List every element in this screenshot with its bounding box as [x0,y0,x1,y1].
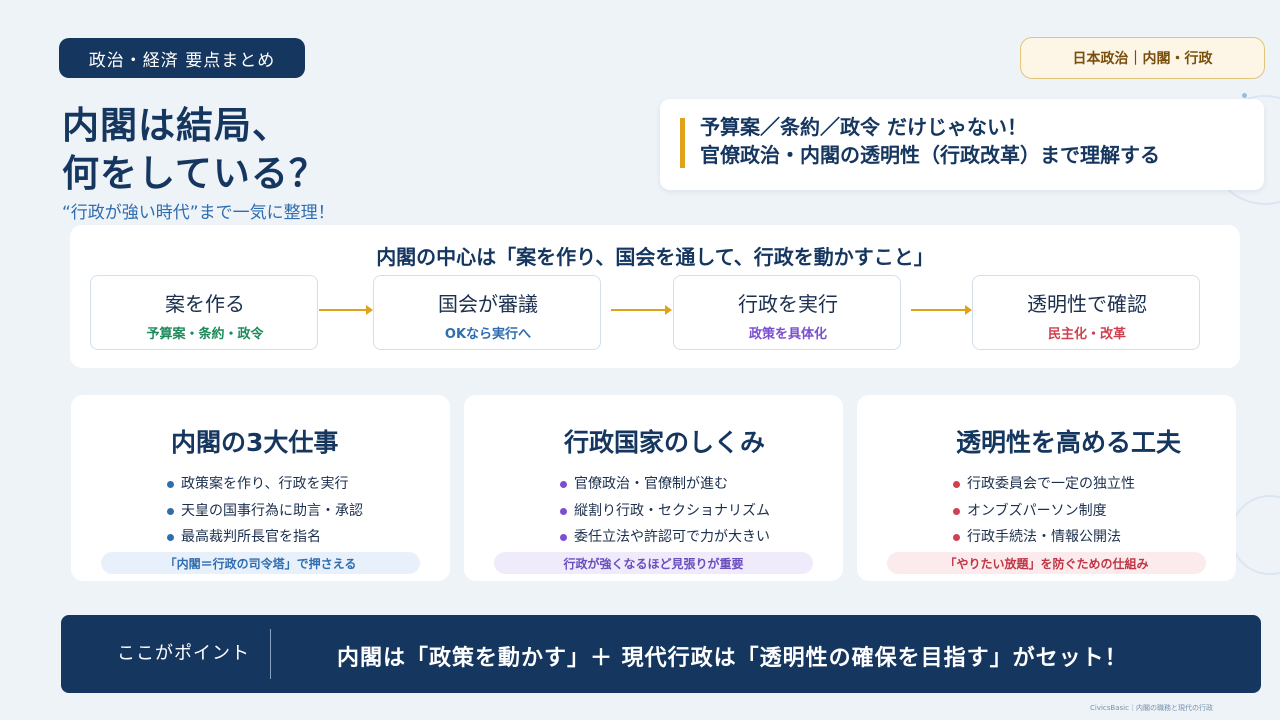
card-list: 政策案を作り、行政を実行 天皇の国事行為に助言・承認 最高裁判所長官を指名 [167,471,363,551]
card-title: 内閣の3大仕事 [171,428,339,457]
bullet-icon [953,534,960,541]
flow-step-execute: 行政を実行 政策を具体化 [673,275,901,350]
list-item: 天皇の国事行為に助言・承認 [167,498,363,525]
callout-line-1: 予算案／条約／政令 だけじゃない！ [700,115,1027,139]
list-item-text: 官僚政治・官僚制が進む [574,476,728,492]
card-cabinet-duties: 内閣の3大仕事 政策案を作り、行政を実行 天皇の国事行為に助言・承認 最高裁判所… [71,395,450,581]
callout-accent-bar [680,118,685,168]
step-title: 行政を実行 [738,292,838,316]
list-item-text: 行政委員会で一定の独立性 [967,476,1135,492]
step-title: 透明性で確認 [1027,292,1147,316]
list-item-text: 縦割り行政・セクショナリズム [574,502,770,519]
card-footer-note: 行政が強くなるほど見張りが重要 [494,552,813,574]
title-line-2: 何をしている？ [62,152,327,195]
bullet-icon [167,481,174,488]
key-point-label: ここがポイント [117,643,250,664]
step-title: 国会が審議 [438,292,538,316]
flow-step-create: 案を作る 予算案・条約・政令 [90,275,318,350]
bullet-icon [560,481,567,488]
title-line-1: 内閣は結局、 [62,104,290,147]
card-title: 透明性を高める工夫 [956,428,1182,457]
callout-line-2: 官僚政治・内閣の透明性（行政改革）まで理解する [700,143,1160,167]
card-administrative-state: 行政国家のしくみ 官僚政治・官僚制が進む 縦割り行政・セクショナリズム 委任立法… [464,395,843,581]
list-item-text: 行政手続法・情報公開法 [967,529,1121,545]
decorative-arc [1230,495,1280,575]
footer-credit: CivicsBasic｜内閣の職務と現代の行政 [1090,704,1213,712]
list-item: 政策案を作り、行政を実行 [167,471,363,498]
step-title: 案を作る [165,292,245,316]
divider [270,629,271,679]
list-item-text: 最高裁判所長官を指名 [181,529,321,545]
card-title: 行政国家のしくみ [564,428,766,457]
key-point-banner: ここがポイント 内閣は「政策を動かす」＋ 現代行政は「透明性の確保を目指す」がセ… [61,615,1261,693]
topic-tag: 日本政治｜内閣・行政 [1020,37,1265,79]
flow-panel: 内閣の中心は「案を作り、国会を通して、行政を動かすこと」 案を作る 予算案・条約… [70,225,1240,368]
decorative-dot [1242,93,1247,98]
page-title: 内閣は結局、 何をしている？ [62,102,327,198]
bullet-icon [167,534,174,541]
list-item-text: 政策案を作り、行政を実行 [181,476,349,492]
flow-arrow-icon [319,305,373,315]
card-list: 行政委員会で一定の独立性 オンブズパーソン制度 行政手続法・情報公開法 [953,471,1135,551]
key-point-text: 内閣は「政策を動かす」＋ 現代行政は「透明性の確保を目指す」がセット！ [337,646,1128,671]
page-subtitle: “行政が強い時代”まで一気に整理！ [62,203,335,223]
bullet-icon [953,481,960,488]
list-item: オンブズパーソン制度 [953,498,1135,525]
bullet-icon [560,534,567,541]
list-item: 行政手続法・情報公開法 [953,524,1135,551]
list-item-text: 委任立法や許認可で力が大きい [574,529,770,545]
flow-heading: 内閣の中心は「案を作り、国会を通して、行政を動かすこと」 [376,245,934,269]
list-item: 行政委員会で一定の独立性 [953,471,1135,498]
list-item: 縦割り行政・セクショナリズム [560,498,770,525]
list-item-text: 天皇の国事行為に助言・承認 [181,502,363,519]
flow-arrow-icon [611,305,672,315]
card-footer-note: 「やりたい放題」を防ぐための仕組み [887,552,1206,574]
step-subtitle: OKなら実行へ [444,327,532,342]
flow-step-transparency: 透明性で確認 民主化・改革 [972,275,1200,350]
flow-arrow-icon [911,305,972,315]
list-item: 委任立法や許認可で力が大きい [560,524,770,551]
callout-box: 予算案／条約／政令 だけじゃない！ 官僚政治・内閣の透明性（行政改革）まで理解す… [660,99,1264,190]
list-item: 最高裁判所長官を指名 [167,524,363,551]
list-item-text: オンブズパーソン制度 [967,502,1107,519]
card-footer-note: 「内閣＝行政の司令塔」で押さえる [101,552,420,574]
step-subtitle: 民主化・改革 [1047,327,1126,342]
step-subtitle: 政策を具体化 [748,327,827,342]
card-transparency: 透明性を高める工夫 行政委員会で一定の独立性 オンブズパーソン制度 行政手続法・… [857,395,1236,581]
card-list: 官僚政治・官僚制が進む 縦割り行政・セクショナリズム 委任立法や許認可で力が大き… [560,471,770,551]
list-item: 官僚政治・官僚制が進む [560,471,770,498]
callout-text: 予算案／条約／政令 だけじゃない！ 官僚政治・内閣の透明性（行政改革）まで理解す… [700,113,1160,169]
flow-step-deliberate: 国会が審議 OKなら実行へ [373,275,601,350]
bullet-icon [167,507,174,515]
section-badge: 政治・経済 要点まとめ [59,38,305,78]
bullet-icon [560,507,567,515]
bullet-icon [953,507,960,515]
step-subtitle: 予算案・条約・政令 [146,327,264,342]
